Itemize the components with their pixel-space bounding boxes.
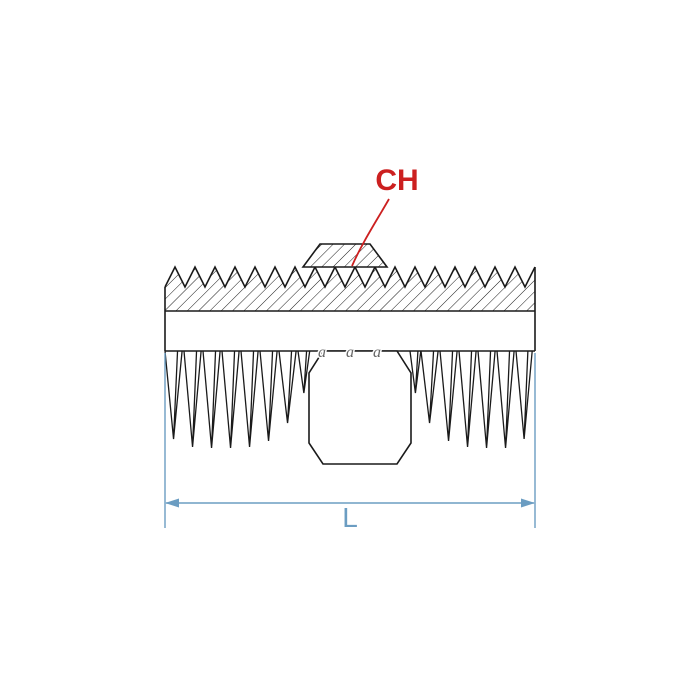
runout-mark-3: a xyxy=(373,344,381,361)
hex-body xyxy=(308,350,412,465)
callout-leader-line xyxy=(351,198,390,267)
hex-corner-outline xyxy=(301,243,389,268)
dimension-L: L xyxy=(164,353,536,533)
hex-corner-trapezoid xyxy=(301,243,389,268)
upper-thread-hatch xyxy=(165,267,535,311)
dimension-label-L: L xyxy=(342,502,358,533)
thread-spikes xyxy=(409,350,533,449)
callout-CH: CH xyxy=(351,164,419,267)
runout-mark-2: a xyxy=(346,344,354,361)
lower-threads-right xyxy=(409,350,533,449)
arrowhead-right-icon xyxy=(521,498,535,508)
upper-thread-crest-outline xyxy=(164,265,536,289)
callout-label-CH: CH xyxy=(375,164,418,197)
upper-threads xyxy=(164,265,536,311)
thread-runout-marks: a a a xyxy=(317,343,383,363)
lower-threads-left xyxy=(164,350,311,449)
thread-spikes xyxy=(164,350,311,449)
arrowhead-left-icon xyxy=(165,498,179,508)
runout-mark-1: a xyxy=(318,344,326,361)
